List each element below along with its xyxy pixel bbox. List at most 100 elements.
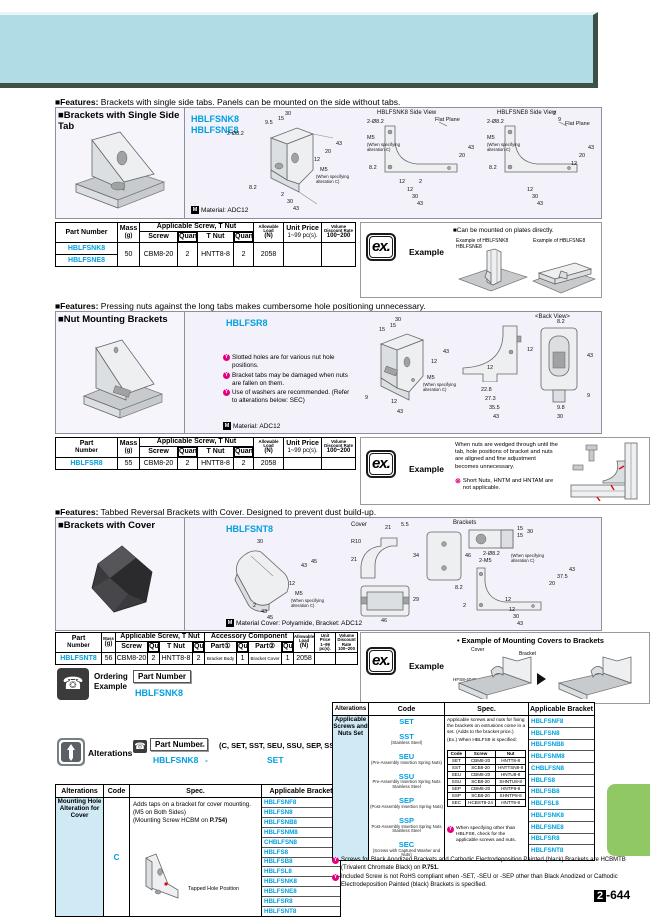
- qty-value: 2: [232, 242, 255, 268]
- cover-front-shape: [426, 531, 462, 581]
- bracket-link[interactable]: HBLFSNB8: [262, 818, 340, 828]
- example-text: When nuts are wedged through until the t…: [455, 442, 558, 470]
- dim-label: 43: [336, 141, 343, 147]
- col-alterations: Alterations: [332, 702, 369, 716]
- dim-label: 43: [493, 414, 500, 420]
- dim-label: 35.5: [489, 405, 500, 411]
- dim-label: Flat Plane: [435, 117, 460, 123]
- bracket-link[interactable]: HBLFSNK8: [529, 810, 594, 822]
- col-quantity: Quantity: [234, 232, 254, 243]
- part-number-link[interactable]: HBLFSNT8: [226, 524, 273, 534]
- iso-drawing-2: 30 15 15 43 12 12 M5 (When specifying al…: [335, 314, 457, 422]
- bracket-link[interactable]: HBLFS8: [262, 848, 340, 858]
- dim-label: 46: [465, 553, 472, 559]
- bracket-link[interactable]: HBLFSNM8: [529, 751, 594, 763]
- bracket-link[interactable]: HBLFSNE8: [262, 887, 340, 898]
- dim-label: 20: [549, 581, 556, 587]
- part-number-link[interactable]: HBLFSNK8: [153, 755, 199, 765]
- part-number-link[interactable]: HBLFSR8: [226, 318, 268, 328]
- code-link[interactable]: SEU: [398, 752, 415, 762]
- part-number-box: Part Number: [150, 738, 209, 751]
- iso-drawing-3: 30 43 45 12 2 M5 (When specifying altera…: [207, 539, 331, 621]
- tnut-value: HNTT8-8: [197, 242, 234, 268]
- bracket-link[interactable]: HBLFSR8: [529, 834, 594, 846]
- part-number-link[interactable]: HBLFSNK8: [191, 114, 240, 124]
- dim-label: 29: [413, 597, 420, 603]
- example-illustration: [532, 262, 597, 294]
- material-icon: M: [226, 619, 234, 627]
- mass-value: 55: [117, 457, 140, 471]
- code-link[interactable]: SET: [399, 717, 414, 726]
- bracket-link[interactable]: HBLFS8: [529, 775, 594, 787]
- col-spec: Spec.: [444, 702, 529, 716]
- code-link[interactable]: SSU: [398, 771, 415, 781]
- bracket-link[interactable]: HBLFSB8: [529, 787, 594, 799]
- code-link[interactable]: SST: [399, 732, 414, 742]
- caution-icon: [447, 826, 454, 833]
- part-number-link[interactable]: HBLFSNK8: [55, 242, 118, 256]
- screw-value: CBM8-20: [115, 652, 148, 666]
- col-part1: Part①: [204, 641, 238, 654]
- dim-label: 12: [399, 179, 406, 185]
- bracket-link[interactable]: HBLFSL8: [262, 867, 340, 878]
- bracket-link[interactable]: HBLFSNB8: [529, 740, 594, 752]
- bracket-link[interactable]: HBLFSNF8: [529, 716, 594, 728]
- price-cell: [314, 652, 337, 666]
- section-brackets-with-cover: ■Brackets with Cover HBLFSNT8 30 43 45: [55, 517, 602, 631]
- code-description: (Pre-Assembly Insertion Spring Nuts): [371, 759, 442, 765]
- dim-label: 8.2: [369, 165, 377, 171]
- bracket-link[interactable]: HBLFSR8: [262, 897, 340, 908]
- spec-note: When specifying other than HBLFS8, check…: [447, 826, 527, 844]
- bracket-link[interactable]: HBLFSNT8: [264, 908, 297, 916]
- bracket-link[interactable]: HBLFSNT8: [531, 847, 564, 855]
- bracket-link[interactable]: HBLFSNF8: [262, 798, 340, 808]
- bracket-link[interactable]: HBLFSNM8: [262, 828, 340, 838]
- qty-value: 2: [177, 457, 198, 471]
- part-number-link[interactable]: HBLFSR8: [55, 457, 118, 471]
- dim-label: 12: [431, 359, 438, 365]
- bracket-link[interactable]: CHBLFSN8: [529, 763, 594, 775]
- part-number-link[interactable]: HBLFSNK8: [135, 688, 184, 698]
- col-tnut: T Nut: [159, 641, 193, 654]
- example-heading: ■Can be mounted on plates directly.: [453, 227, 554, 234]
- product-photo-panel-2: ■Nut Mounting Brackets: [56, 312, 185, 433]
- dim-label: 2-Ø8.2: [487, 119, 504, 125]
- bracket-link[interactable]: HBLFSB8: [262, 858, 340, 868]
- caution-icon: [223, 371, 230, 379]
- code-link[interactable]: SSP: [398, 816, 414, 826]
- bracket-link[interactable]: HBLFSL8: [529, 798, 594, 810]
- part-number-link[interactable]: HBLFSNT8: [55, 652, 102, 666]
- example-caption: HBLFSNE8: [456, 244, 482, 250]
- dim-label: 12: [571, 161, 578, 167]
- part2-value: Bracket Cover: [248, 652, 283, 666]
- dim-label: 12: [407, 187, 414, 193]
- col-spec: Spec.: [129, 784, 262, 798]
- bracket-link[interactable]: HBLFSNE8: [529, 822, 594, 834]
- bracket-link[interactable]: CHBLFSN8: [262, 838, 340, 848]
- dim-label: 43: [301, 563, 308, 569]
- code-link[interactable]: SEP: [398, 796, 414, 806]
- bracket-link[interactable]: HBLFSN8: [262, 808, 340, 818]
- page-ref: P.754): [209, 817, 228, 825]
- code-link[interactable]: SEC: [398, 840, 415, 850]
- bracket-link[interactable]: HBLFSN8: [529, 728, 594, 740]
- dash: -: [202, 741, 205, 750]
- page-edge-tab[interactable]: [607, 784, 650, 856]
- col-quantity: Quantity: [178, 447, 197, 458]
- spec-intro: Applicable screws and nuts for fixing th…: [447, 718, 526, 735]
- part-number-link[interactable]: HBLFSNE8: [55, 254, 118, 268]
- dim-label: 30: [285, 111, 292, 117]
- mass-value: 50: [117, 242, 140, 268]
- bracket-link[interactable]: HBLFSNK8: [262, 877, 340, 888]
- dim-label: 34: [413, 553, 420, 559]
- dim-label: Flat Plane: [565, 121, 590, 127]
- volume-cell: [321, 457, 357, 471]
- part-number-link[interactable]: HBLFSNE8: [191, 124, 239, 135]
